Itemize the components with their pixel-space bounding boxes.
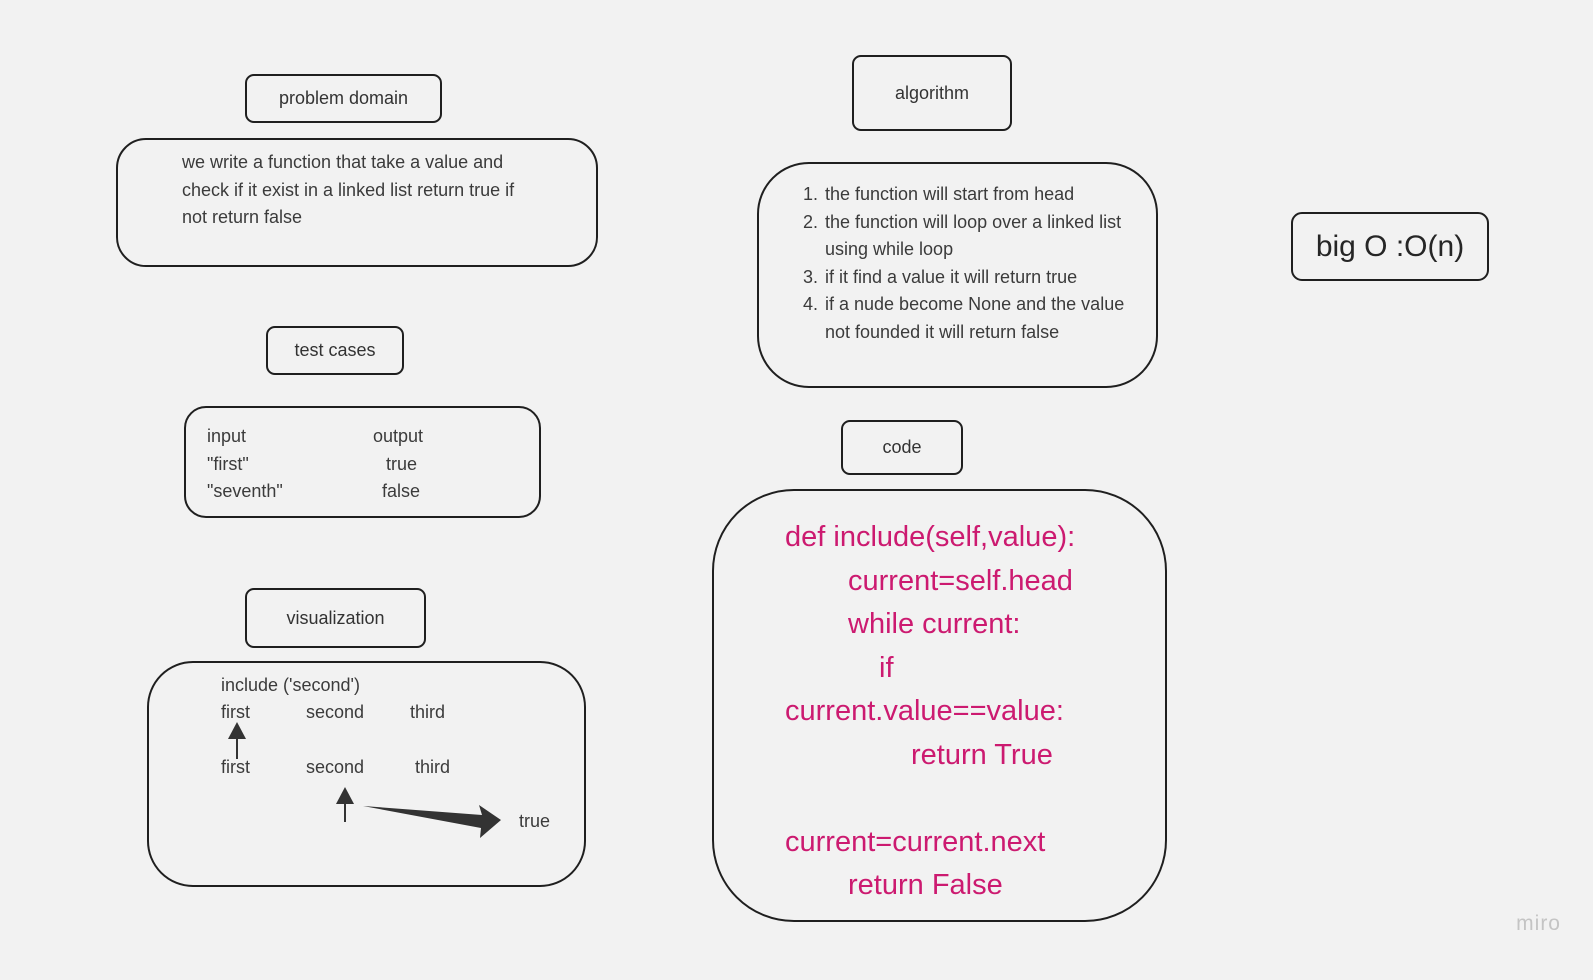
visualization-title: visualization [286,607,385,628]
visualization-label[interactable]: visualization [245,588,426,648]
visualization-result: true [519,811,551,831]
pointer-arrow-first [228,722,246,759]
problem-domain-line-1: we write a function that take a value an… [182,152,504,172]
big-o-card[interactable]: big O :O(n) [1291,212,1489,281]
algorithm-step-1: the function will start from head [823,181,1153,209]
big-o-text: big O :O(n) [1315,229,1465,263]
visualization-row1-first: first [221,702,250,722]
test-cases-header-output: output [373,426,424,446]
problem-domain-label[interactable]: problem domain [245,74,442,123]
visualization-row1-third: third [410,702,446,722]
problem-domain-line-2: check if it exist in a linked list retur… [182,179,515,200]
visualization-row2-first: first [221,757,250,777]
code-line-4: if [879,651,894,684]
test-cases-card[interactable]: input output "first" true "seventh" fals… [184,406,541,518]
code-label[interactable]: code [841,420,963,475]
code-line-1: def include(self,value): [785,521,1076,553]
algorithm-label[interactable]: algorithm [852,55,1012,131]
code-line-6: return True [911,738,1053,771]
test-cases-row-2-output: false [382,481,421,501]
test-cases-row-1-output: true [386,453,418,474]
test-cases-header-input: input [207,426,247,446]
code-line-3: while current: [848,608,1021,640]
visualization-row2-third: third [415,757,451,777]
algorithm-step-4: if a nude become None and the value not … [823,291,1153,346]
algorithm-steps: the function will start from head the fu… [799,181,1153,346]
visualization-row2-second: second [306,757,365,777]
code-line-5: current.value==value: [785,695,1064,727]
visualization-call: include ('second') [221,675,360,695]
algorithm-step-2: the function will loop over a linked lis… [823,209,1153,264]
test-cases-row-1-input: "first" [207,453,249,474]
test-cases-title: test cases [294,340,376,360]
problem-domain-card[interactable]: we write a function that take a value an… [116,138,598,267]
algorithm-step-3: if it find a value it will return true [823,264,1153,292]
code-line-9: return False [848,869,1003,901]
code-title: code [882,437,922,457]
visualization-card[interactable] [147,661,586,887]
problem-domain-title: problem domain [278,88,409,108]
problem-domain-line-3: not return false [182,207,303,227]
pointer-arrow-second [336,787,354,822]
result-arrow [363,805,501,838]
code-line-2: current=self.head [848,564,1073,597]
code-card[interactable] [712,489,1167,922]
visualization-row1-second: second [306,702,365,722]
algorithm-title: algorithm [894,82,970,103]
test-cases-label[interactable]: test cases [266,326,404,375]
test-cases-row-2-input: "seventh" [207,481,283,501]
algorithm-card[interactable]: the function will start from head the fu… [757,162,1158,388]
miro-watermark: miro [1516,912,1561,935]
code-line-8: current=current.next [785,825,1046,858]
